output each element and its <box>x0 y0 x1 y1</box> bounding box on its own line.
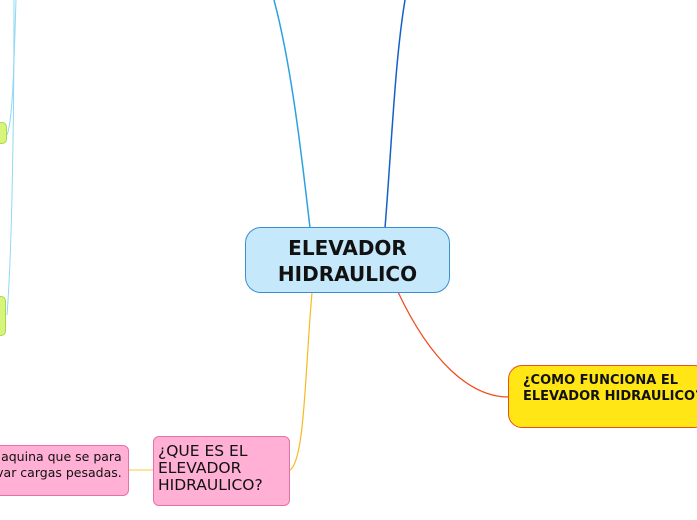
topic-que-es[interactable]: ¿QUE ES EL ELEVADOR HIDRAULICO? <box>153 436 290 506</box>
topic-label: ¿COMO FUNCIONA EL ELEVADOR HIDRAULICO? <box>523 373 697 404</box>
central-topic-label: ELEVADOR HIDRAULICO <box>277 236 418 286</box>
subtopic-definition[interactable]: a maquina que se para elevar cargas pesa… <box>0 445 129 496</box>
subtopic-label: a maquina que se para elevar cargas pesa… <box>0 449 122 480</box>
topic-label: ¿QUE ES EL ELEVADOR HIDRAULICO? <box>158 442 263 494</box>
green-subnode-1[interactable] <box>0 122 7 144</box>
central-topic[interactable]: ELEVADOR HIDRAULICO <box>245 227 450 293</box>
topic-como-funciona[interactable]: ¿COMO FUNCIONA EL ELEVADOR HIDRAULICO? <box>508 365 697 428</box>
green-subnode-2[interactable] <box>0 296 6 336</box>
